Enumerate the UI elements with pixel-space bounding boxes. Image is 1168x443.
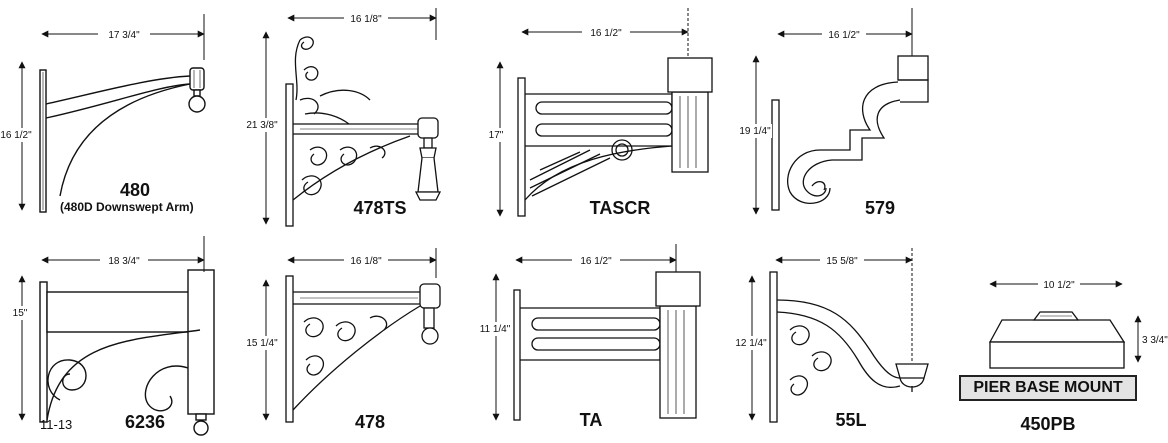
pier-base-450pb-width: 10 1/2" [1043, 280, 1075, 291]
arm-480-model: 480 [119, 180, 151, 200]
pier-base-450pb-model: 450PB [1020, 414, 1076, 434]
arm-478ts-dimensions [246, 8, 437, 225]
arm-55l-height: 12 1/4" [735, 338, 767, 349]
arm-tascr-dimensions [484, 8, 689, 217]
arm-480-height: 16 1/2" [0, 130, 32, 141]
arm-579-dimensions [738, 8, 913, 215]
arm-478ts-height: 21 3/8" [246, 120, 278, 131]
pier-base-mount-label: PIER BASE MOUNT [959, 375, 1137, 401]
arm-478-height: 15 1/4" [246, 338, 278, 349]
arm-480-note: (480D Downswept Arm) [60, 200, 194, 214]
arm-55l-drawing [769, 271, 929, 423]
arm-579-model: 579 [864, 198, 896, 218]
arm-55l-width: 15 5/8" [826, 256, 858, 267]
arm-6236-model: 6236 [124, 412, 166, 432]
arm-6236-drawing [39, 269, 215, 436]
arm-478-drawing [285, 275, 441, 423]
pier-base-450pb-drawing [988, 311, 1126, 369]
pier-base-450pb-height: 3 3/4" [1142, 335, 1168, 346]
arm-478-model: 478 [354, 412, 386, 432]
arm-579-width: 16 1/2" [828, 30, 860, 41]
arm-55l-dimensions [734, 248, 913, 421]
revision-code: 11-13 [40, 417, 73, 432]
arm-ta-width: 16 1/2" [580, 256, 612, 267]
arm-579-drawing [771, 55, 929, 211]
arm-480-dimensions [2, 14, 205, 211]
arm-6236-height: 15" [13, 308, 28, 319]
arm-ta-height: 11 1/4" [480, 324, 511, 335]
arm-480-drawing [39, 67, 206, 213]
arm-tascr-drawing [517, 57, 713, 217]
arm-478ts-model: 478TS [353, 198, 407, 218]
arm-478-width: 16 1/8" [350, 256, 382, 267]
arm-579-height: 19 1/4" [739, 126, 771, 137]
arm-tascr-height: 17" [489, 130, 504, 141]
arm-480-width: 17 3/4" [108, 30, 140, 41]
arm-ta-dimensions [478, 244, 677, 421]
arm-478-dimensions [246, 248, 437, 421]
arm-tascr-model: TASCR [589, 198, 651, 218]
arm-6236-width: 18 3/4" [108, 256, 140, 267]
arm-478ts-drawing [285, 36, 442, 227]
pier-base-450pb-dimensions [989, 278, 1142, 363]
arm-tascr-width: 16 1/2" [590, 28, 622, 39]
arm-ta-model: TA [579, 410, 603, 430]
arm-478ts-width: 16 1/8" [350, 14, 382, 25]
arm-ta-drawing [513, 271, 701, 421]
arm-6236-dimensions [8, 236, 205, 421]
arm-55l-model: 55L [835, 410, 867, 430]
